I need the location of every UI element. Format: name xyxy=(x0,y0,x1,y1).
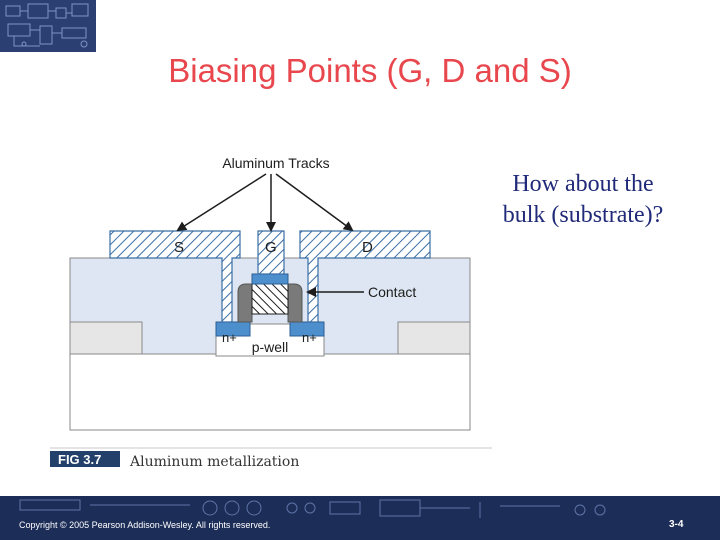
footer-bar xyxy=(0,496,720,540)
n-plus-right-label: n+ xyxy=(302,330,317,345)
gate-poly xyxy=(251,283,289,315)
circuit-board-logo xyxy=(0,0,96,52)
n-plus-left-label: n+ xyxy=(222,330,237,345)
field-oxide-left xyxy=(69,321,143,355)
contact-left xyxy=(237,283,253,323)
p-well-label: p-well xyxy=(252,339,289,355)
gate-contact xyxy=(251,273,289,285)
substrate xyxy=(69,353,471,431)
n-plus-left xyxy=(215,321,251,337)
contact-label: Contact xyxy=(368,284,416,300)
source-track xyxy=(109,230,241,323)
n-plus-right xyxy=(289,321,325,337)
aluminum-tracks-label: Aluminum Tracks xyxy=(222,155,329,171)
fig-caption: Aluminum metallization xyxy=(129,454,299,470)
source-label: S xyxy=(174,239,184,256)
slide-title: Biasing Points (G, D and S) xyxy=(168,52,572,89)
page-number: 3-4 xyxy=(669,519,684,530)
drain-track xyxy=(299,230,431,323)
contact-right xyxy=(287,283,303,323)
arrow-to-source xyxy=(176,173,267,232)
arrow-to-drain xyxy=(275,173,354,232)
fig-number-tag xyxy=(50,451,120,467)
fig-number: FIG 3.7 xyxy=(58,452,101,467)
gate-label: G xyxy=(265,239,277,256)
bulk-question-text: How about the bulk (substrate)? xyxy=(502,171,664,228)
aluminum-metallization-figure: Aluminum Tracks S G D Contact n+ n+ p-we… xyxy=(50,155,492,470)
field-oxide-right xyxy=(397,321,471,355)
copyright-text: Copyright © 2005 Pearson Addison-Wesley.… xyxy=(19,520,271,530)
drain-label: D xyxy=(362,239,373,256)
